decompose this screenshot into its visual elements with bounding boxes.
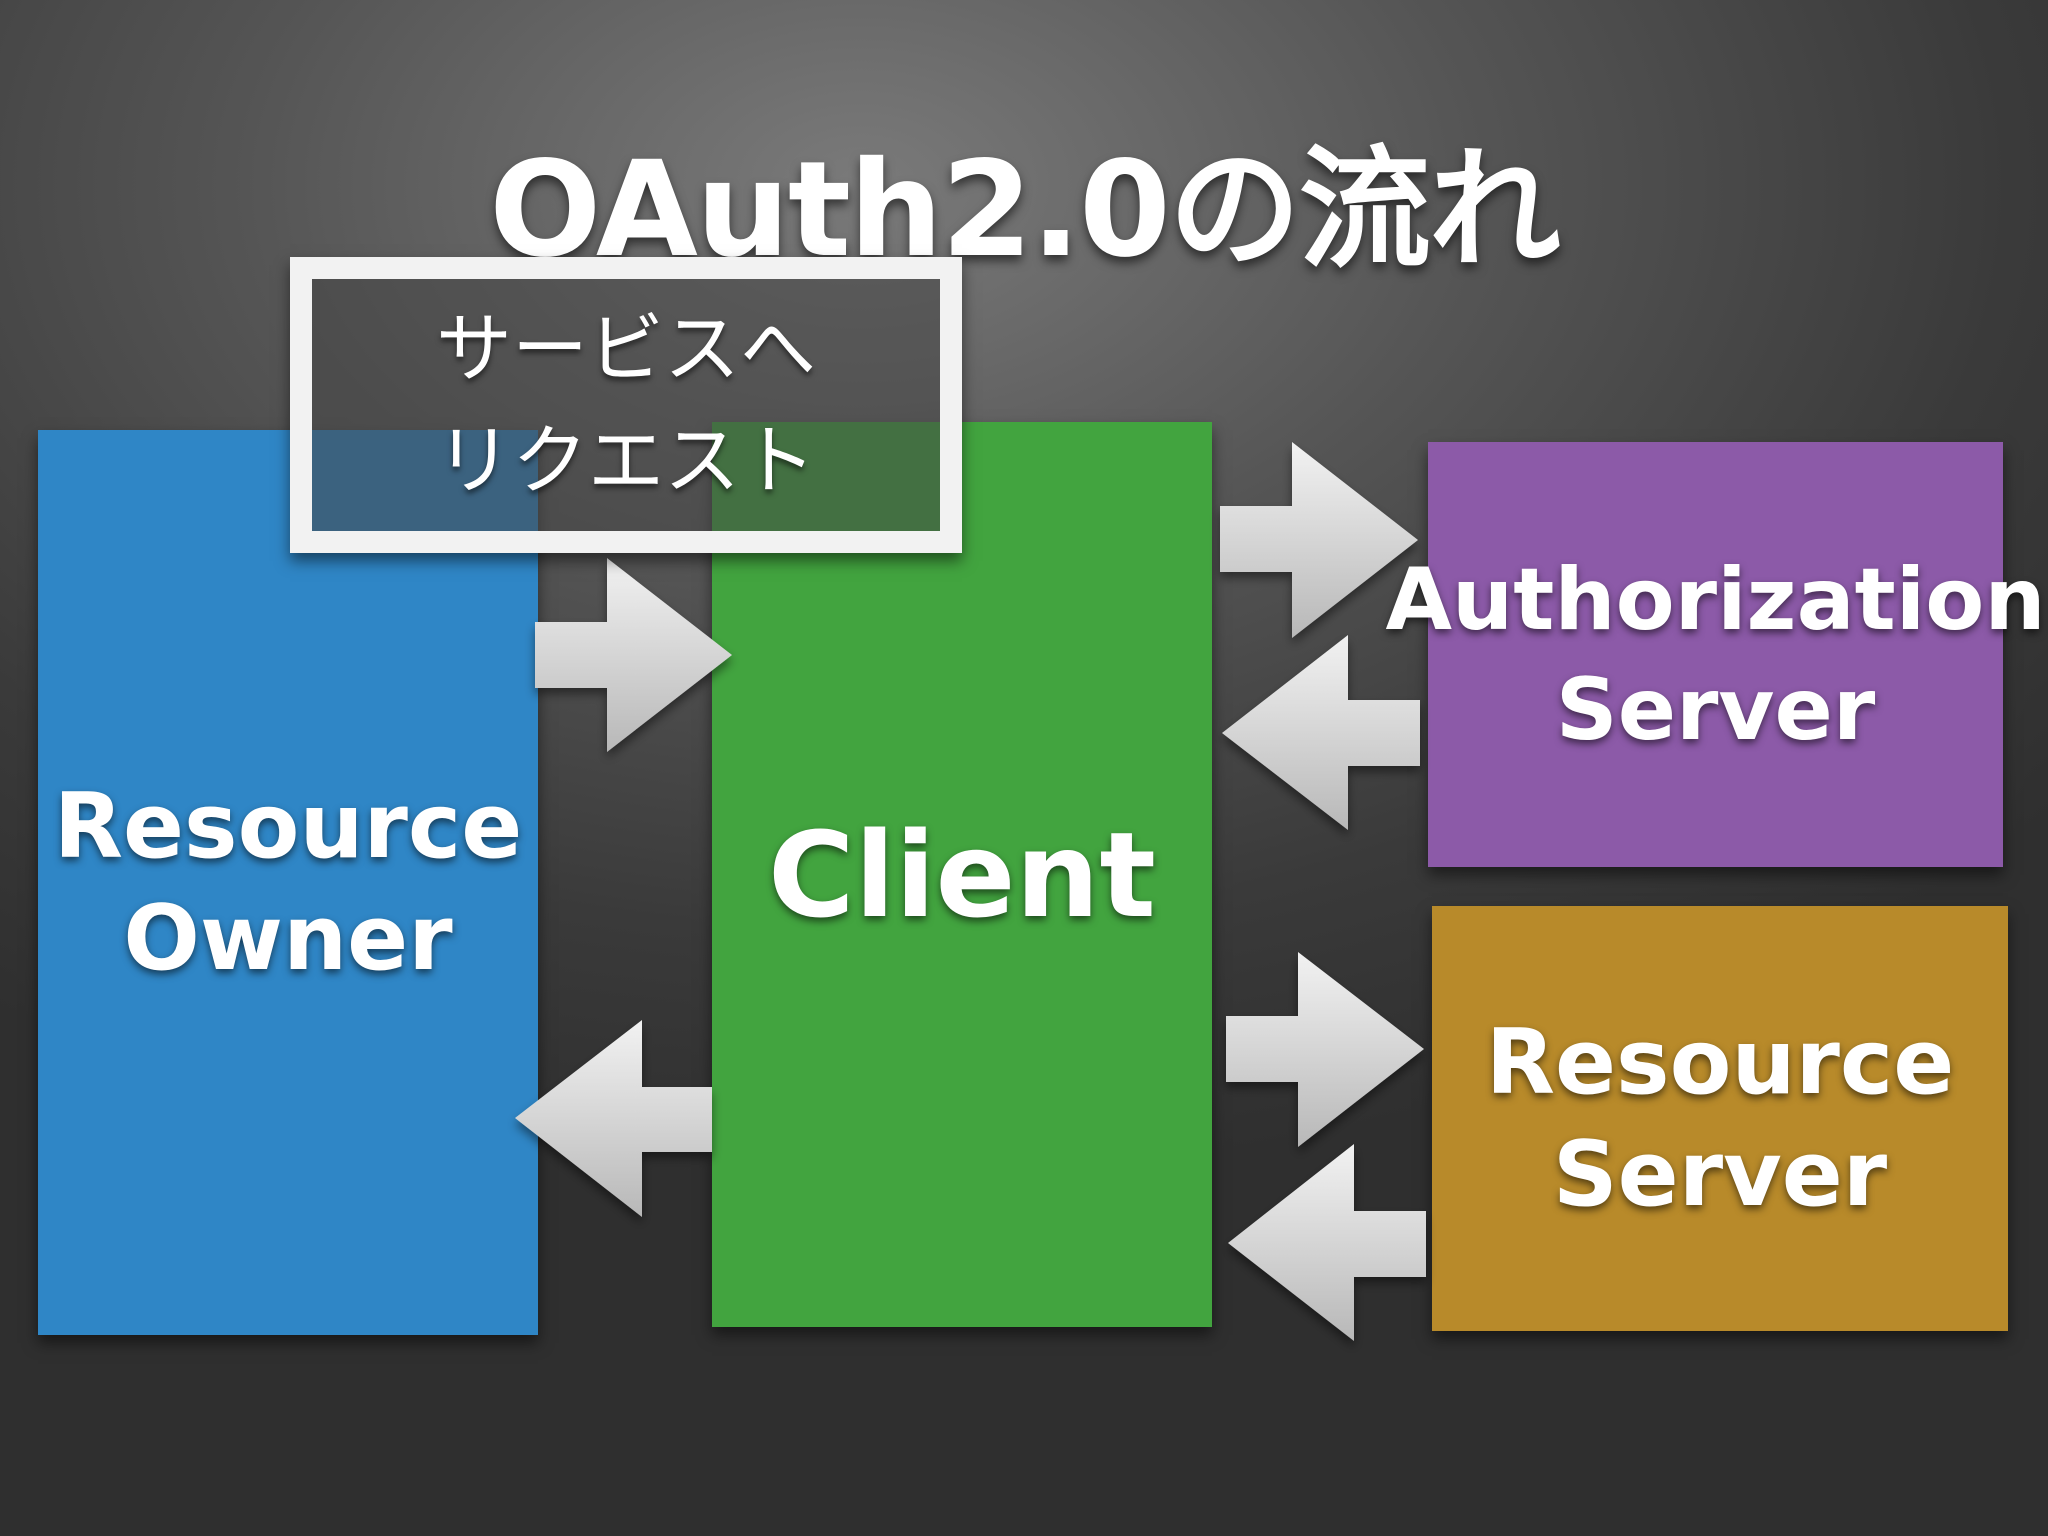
arrow-authorization-server-to-client	[1222, 635, 1420, 830]
client-label: Client	[768, 805, 1156, 944]
authorization-server-label-line2: Server	[1555, 659, 1876, 760]
resource-server-label-line2: Server	[1552, 1121, 1888, 1227]
client-box: Client	[712, 422, 1212, 1327]
arrow-client-to-authorization-server	[1220, 442, 1418, 638]
resource-owner-box: Resource Owner	[38, 430, 538, 1335]
resource-owner-label-line1: Resource	[53, 773, 523, 879]
resource-server-label-line1: Resource	[1485, 1009, 1955, 1115]
resource-owner-label-line2: Owner	[123, 885, 453, 991]
arrow-client-to-owner	[515, 1020, 712, 1217]
authorization-server-box: Authorization Server	[1385, 442, 2046, 867]
arrow-client-to-resource-server	[1226, 952, 1424, 1147]
authorization-server-label-line1: Authorization	[1385, 549, 2046, 650]
arrow-owner-to-client	[535, 558, 732, 752]
resource-server-box: Resource Server	[1432, 906, 2008, 1331]
service-request-callout: サービスへ リクエスト	[290, 257, 962, 553]
callout-line1: サービスへ	[436, 304, 816, 393]
callout-line2: リクエスト	[436, 416, 816, 505]
arrow-resource-server-to-client	[1228, 1144, 1426, 1341]
